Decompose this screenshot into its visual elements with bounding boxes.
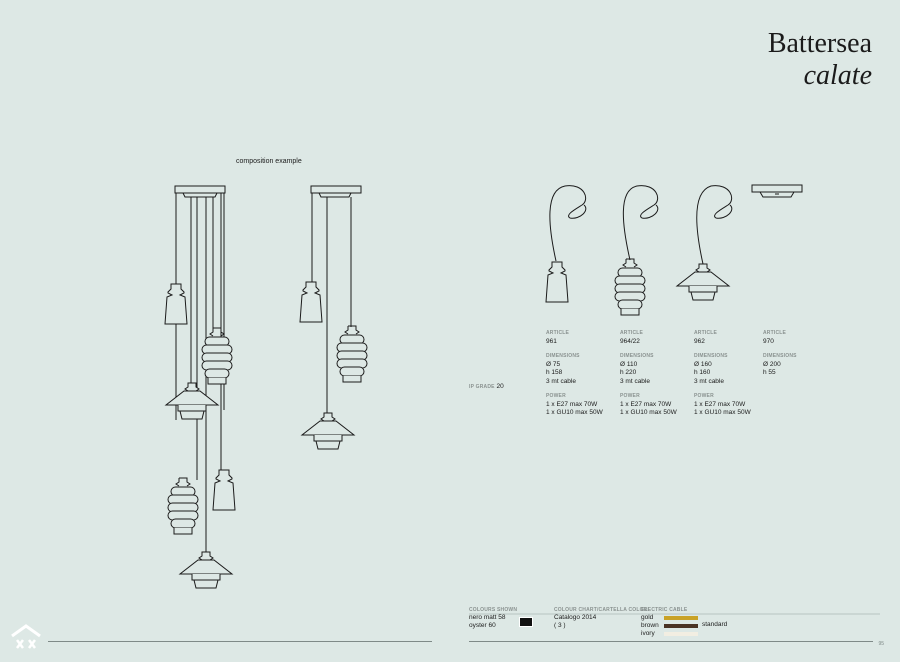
power-label: POWER (620, 393, 640, 399)
dimension-value: 3 mt cable (694, 377, 724, 385)
spec-964-22: ARTICLE 964/22 DIMENSIONS Ø 110 h 220 3 … (620, 329, 677, 418)
footer-rule-right (469, 641, 873, 642)
dimension-value: Ø 75 (546, 360, 561, 368)
dimension-value: h 220 (620, 369, 637, 376)
chart-catalogue: Catalogo 2014 (554, 614, 597, 621)
dimensions-label: DIMENSIONS (694, 353, 728, 359)
power-value: 1 x E27 max 70W (694, 400, 746, 408)
colours-shown-label: COLOURS SHOWN (469, 607, 518, 613)
page-title: Battersea calate (768, 28, 872, 92)
colour-name: oyster 60 (469, 622, 496, 629)
power-value: 1 x E27 max 70W (620, 400, 672, 408)
dimension-value: h 160 (694, 369, 711, 376)
dimensions-label: DIMENSIONS (546, 353, 580, 359)
power-value: 1 x GU10 max 50W (620, 409, 677, 416)
dimension-value: h 158 (546, 369, 563, 376)
cable-brown: brown (641, 622, 659, 629)
article-label: ARTICLE (546, 330, 570, 336)
dimension-value: h 55 (763, 369, 776, 376)
electric-cable: ELECTRIC CABLE gold brown ivory (641, 606, 687, 638)
power-label: POWER (546, 393, 566, 399)
cable-swatch-brown (664, 624, 698, 628)
ip-grade: IP GRADE 20 (469, 383, 504, 390)
house-watermark-icon (11, 624, 41, 649)
title-calate: calate (803, 60, 872, 91)
composition-caption: composition example (236, 158, 302, 165)
electric-cable-label: ELECTRIC CABLE (641, 607, 688, 613)
dimension-value: Ø 160 (694, 360, 712, 368)
dimension-value: Ø 110 (620, 360, 638, 368)
footer-rule-left (48, 641, 432, 642)
dimension-value: Ø 200 (763, 360, 781, 368)
ip-grade-label: IP GRADE (469, 384, 495, 390)
article-label: ARTICLE (620, 330, 644, 336)
colour-chart-label: COLOUR CHART/CARTELLA COLORI (554, 607, 650, 613)
cable-ivory: ivory (641, 630, 655, 637)
article-number: 961 (546, 337, 557, 345)
spec-970: ARTICLE 970 DIMENSIONS Ø 200 h 55 (763, 329, 797, 378)
spec-962: ARTICLE 962 DIMENSIONS Ø 160 h 160 3 mt … (694, 329, 751, 418)
cable-swatch-gold (664, 616, 698, 620)
dimension-value: 3 mt cable (546, 377, 576, 385)
article-number: 964/22 (620, 337, 640, 345)
colour-name: nero matt 58 (469, 614, 506, 621)
power-value: 1 x E27 max 70W (546, 400, 598, 408)
cable-gold: gold (641, 614, 654, 621)
dimensions-label: DIMENSIONS (620, 353, 654, 359)
article-number: 970 (763, 337, 774, 345)
article-label: ARTICLE (694, 330, 718, 336)
title-battersea: Battersea (767, 28, 872, 59)
power-value: 1 x GU10 max 50W (694, 409, 751, 416)
cable-swatch-ivory (664, 632, 698, 636)
colour-chart: COLOUR CHART/CARTELLA COLORI Catalogo 20… (554, 606, 649, 630)
power-label: POWER (694, 393, 714, 399)
spec-961: ARTICLE 961 DIMENSIONS Ø 75 h 158 3 mt c… (546, 329, 603, 418)
article-number: 962 (694, 337, 705, 345)
colours-shown: COLOURS SHOWN nero matt 58 oyster 60 (469, 606, 517, 630)
dimension-value: 3 mt cable (620, 377, 650, 385)
colour-swatch (519, 617, 533, 627)
power-value: 1 x GU10 max 50W (546, 409, 603, 416)
cable-standard: standard (702, 621, 728, 628)
ip-grade-value: 20 (496, 383, 504, 390)
page-number: 95 (878, 641, 884, 647)
chart-page: ( 3 ) (554, 622, 566, 629)
dimensions-label: DIMENSIONS (763, 353, 797, 359)
article-label: ARTICLE (763, 330, 787, 336)
